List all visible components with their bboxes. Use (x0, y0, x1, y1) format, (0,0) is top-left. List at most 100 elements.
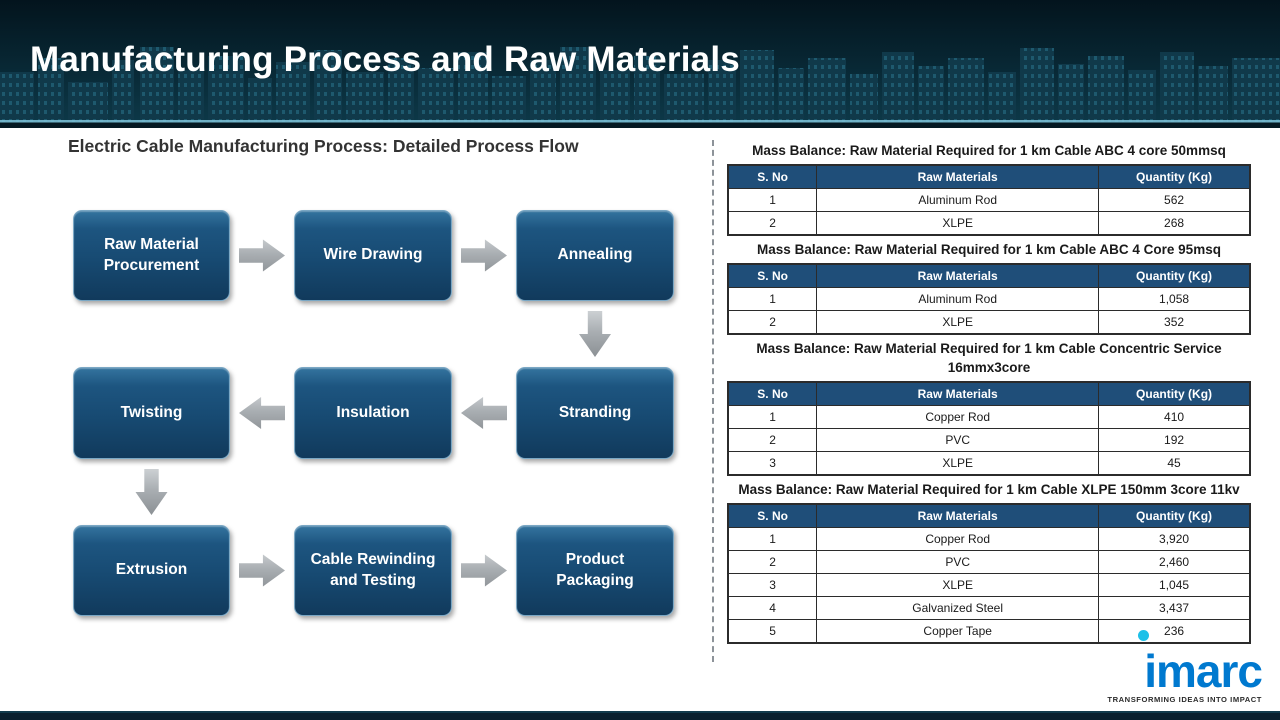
flow-box-twisting: Twisting (73, 367, 230, 459)
flow-heading: Electric Cable Manufacturing Process: De… (68, 136, 579, 156)
table-cell: Galvanized Steel (816, 596, 1100, 621)
col-header-quantity: Quantity (Kg) (1098, 381, 1251, 406)
logo-tagline: TRANSFORMING IDEAS INTO IMPACT (1107, 695, 1262, 704)
table-cell: Copper Tape (816, 619, 1100, 644)
col-header-raw-materials: Raw Materials (816, 503, 1100, 529)
mass-balance-table-xlpe-150mm: Mass Balance: Raw Material Required for … (727, 481, 1251, 645)
imarc-logo: imarc TRANSFORMING IDEAS INTO IMPACT (1107, 630, 1263, 704)
table-cell: 1 (727, 287, 818, 312)
col-header-sno: S. No (727, 164, 818, 190)
table-cell: Aluminum Rod (816, 188, 1100, 213)
table-cell: PVC (816, 427, 1100, 452)
logo-wordmark: imarc (1144, 645, 1263, 697)
table-cell: XLPE (816, 310, 1100, 335)
table-title: Mass Balance: Raw Material Required for … (738, 481, 1240, 497)
flow-box-product-packaging: Product Packaging (516, 525, 674, 616)
logo-dot-icon (1138, 630, 1149, 641)
arrow-down-icon (516, 301, 674, 367)
table-cell: XLPE (816, 450, 1100, 476)
table-cell: PVC (816, 550, 1100, 575)
flow-box-insulation: Insulation (294, 367, 452, 459)
table-cell: XLPE (816, 211, 1100, 236)
table-header-row: S. No Raw Materials Quantity (Kg) (727, 263, 1251, 289)
arrow-shape (135, 469, 168, 515)
vertical-dashed-divider (712, 140, 714, 662)
arrow-left-icon (230, 367, 294, 459)
table-cell: 1,045 (1098, 573, 1251, 598)
arrow-shape (461, 397, 507, 429)
table-cell: Aluminum Rod (816, 287, 1100, 312)
table-cell: 562 (1098, 188, 1251, 213)
table-header-row: S. No Raw Materials Quantity (Kg) (727, 503, 1251, 529)
mass-balance-tables: Mass Balance: Raw Material Required for … (727, 137, 1251, 645)
table-cell: 236 (1098, 619, 1251, 644)
skyline-graphic (0, 0, 1280, 128)
col-header-sno: S. No (727, 503, 818, 529)
col-header-raw-materials: Raw Materials (816, 381, 1100, 406)
table-cell: 3 (727, 450, 818, 476)
col-header-quantity: Quantity (Kg) (1098, 263, 1251, 289)
arrow-shape (579, 311, 611, 357)
table-title: Mass Balance: Raw Material Required for … (756, 341, 1222, 375)
arrow-shape (239, 554, 285, 587)
table-cell: 1,058 (1098, 287, 1251, 312)
table-cell: 1 (727, 188, 818, 213)
table-cell: 352 (1098, 310, 1251, 335)
col-header-sno: S. No (727, 263, 818, 289)
process-flow-diagram: Raw Material Procurement Wire Drawing An… (73, 210, 674, 616)
arrow-right-icon (230, 210, 294, 301)
flow-box-wire-drawing: Wire Drawing (294, 210, 452, 301)
table-cell: 3 (727, 573, 818, 598)
col-header-raw-materials: Raw Materials (816, 164, 1100, 190)
table-cell: 1 (727, 404, 818, 429)
arrow-shape (461, 239, 507, 272)
table-title: Mass Balance: Raw Material Required for … (757, 242, 1221, 258)
table-cell: 268 (1098, 211, 1251, 236)
table-cell: 2 (727, 550, 818, 575)
table-header-row: S. No Raw Materials Quantity (Kg) (727, 164, 1251, 190)
col-header-sno: S. No (727, 381, 818, 406)
table-cell: 2 (727, 211, 818, 236)
table-cell: 192 (1098, 427, 1251, 452)
page-title: Manufacturing Process and Raw Materials (30, 40, 740, 79)
mass-balance-table-abc-4core-95msq: Mass Balance: Raw Material Required for … (727, 241, 1251, 336)
arrow-right-icon (230, 525, 294, 616)
arrow-shape (461, 554, 507, 587)
table-cell: 45 (1098, 450, 1251, 476)
flow-box-annealing: Annealing (516, 210, 674, 301)
table-cell: 1 (727, 527, 818, 552)
table-cell: 3,920 (1098, 527, 1251, 552)
arrow-shape (239, 239, 285, 272)
col-header-quantity: Quantity (Kg) (1098, 503, 1251, 529)
col-header-raw-materials: Raw Materials (816, 263, 1100, 289)
arrow-right-icon (452, 525, 516, 616)
table-cell: 4 (727, 596, 818, 621)
bottom-accent-bar (0, 711, 1280, 720)
mass-balance-table-abc-4core-50mmsq: Mass Balance: Raw Material Required for … (727, 142, 1251, 237)
flow-box-raw-material-procurement: Raw Material Procurement (73, 210, 230, 301)
arrow-shape (239, 397, 285, 429)
header-band: Manufacturing Process and Raw Materials (0, 0, 1280, 128)
table-title: Mass Balance: Raw Material Required for … (752, 143, 1226, 158)
col-header-quantity: Quantity (Kg) (1098, 164, 1251, 190)
table-cell: 2,460 (1098, 550, 1251, 575)
table-cell: 3,437 (1098, 596, 1251, 621)
table-cell: 2 (727, 427, 818, 452)
table-cell: Copper Rod (816, 404, 1100, 429)
mass-balance-table-concentric-service: Mass Balance: Raw Material Required for … (727, 340, 1251, 476)
flow-box-cable-rewinding-and-testing: Cable Rewinding and Testing (294, 525, 452, 616)
